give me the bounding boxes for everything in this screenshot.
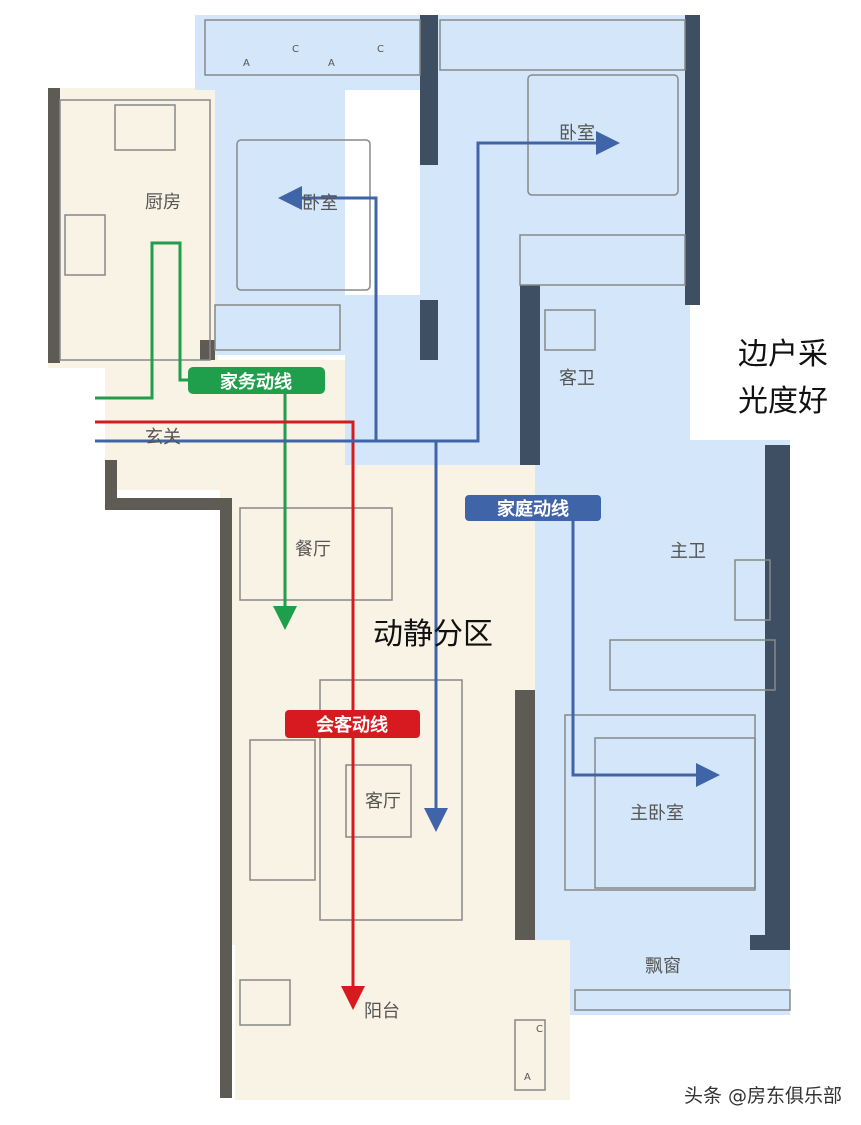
room-label-bedroom-left: 卧室 [302, 193, 338, 214]
room-label-kitchen: 厨房 [145, 192, 181, 213]
corner-annotation-line2: 光度好 [738, 384, 828, 419]
ac-label: C [292, 44, 299, 55]
ac-label: A [243, 58, 250, 69]
room-label-bedroom-right: 卧室 [559, 123, 595, 144]
ac-label: C [536, 1024, 543, 1035]
family-flow-line [95, 131, 720, 832]
room-label-master-bedroom: 主卧室 [630, 803, 684, 824]
housework-flow-line [95, 241, 297, 630]
walls-blue [420, 15, 790, 950]
walls [48, 88, 535, 1098]
zoning-annotation: 动静分区 [373, 617, 493, 652]
housework-flow-tag: 家务动线 [188, 367, 325, 394]
guest-flow-tag: 会客动线 [285, 710, 420, 738]
furniture [59, 19, 791, 1091]
family-flow-tag: 家庭动线 [465, 495, 601, 521]
guest-flow-line [95, 420, 365, 1010]
ac-label: A [328, 58, 335, 69]
room-label-master-bath: 主卫 [670, 541, 706, 562]
room-label-guest-bath: 客卫 [559, 368, 595, 389]
room-label-bay-window: 飘窗 [645, 956, 681, 977]
watermark: 头条 @房东俱乐部 [684, 1085, 842, 1107]
room-label-living: 客厅 [365, 791, 401, 812]
room-label-balcony: 阳台 [364, 1001, 400, 1022]
corner-annotation-line1: 边户采 [738, 337, 828, 372]
ac-label: C [377, 44, 384, 55]
room-label-dining: 餐厅 [295, 539, 331, 560]
ac-label: A [524, 1072, 531, 1083]
guest-flow-label: 会客动线 [316, 714, 388, 736]
family-flow-label: 家庭动线 [497, 498, 569, 520]
ac-unit: A C A C A C [243, 44, 543, 1083]
room-label-entrance: 玄关 [145, 427, 181, 448]
housework-flow-label: 家务动线 [220, 371, 292, 393]
